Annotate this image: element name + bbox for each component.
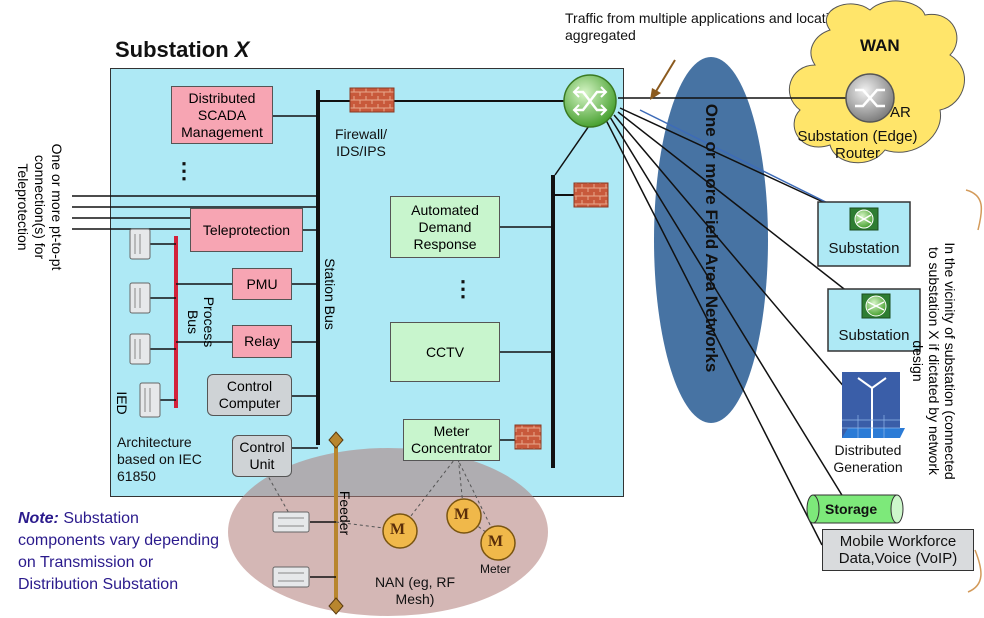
vicinity-label: In the vicinity of substation (connected… (910, 242, 958, 480)
control-unit-box[interactable]: Control Unit (232, 435, 292, 477)
nan-label: NAN (eg, RF Mesh) (374, 574, 456, 607)
meter-icons (382, 498, 516, 561)
wan-label: WAN (860, 36, 900, 55)
pmu-box[interactable]: PMU (232, 268, 292, 300)
firewall-icon (514, 424, 542, 450)
meter-label: Meter (480, 562, 511, 576)
distributed-generation-label: Distributed Generation (833, 442, 903, 475)
meter-symbol: M (454, 506, 470, 523)
right-ellipsis: ⋮ (452, 276, 474, 301)
note: Note: Substation components vary dependi… (18, 510, 220, 593)
cctv-box[interactable]: CCTV (390, 322, 500, 382)
ied-label: IED (114, 391, 130, 415)
teleprotection-box[interactable]: Teleprotection (190, 208, 303, 252)
substation-2-label: Substation (838, 327, 910, 344)
firewall-icon (349, 87, 395, 113)
aggregation-router-icon (563, 74, 617, 128)
meter-symbol: M (488, 533, 504, 550)
storage-icon (806, 494, 904, 524)
fan-ellipse (654, 57, 768, 423)
control-computer-box[interactable]: Control Computer (207, 374, 292, 416)
scada-box[interactable]: Distributed SCADA Management (171, 86, 273, 144)
meter-symbol: M (390, 521, 406, 538)
teleprotection-connection-label: One or more pt-to-pt connection(s) for T… (15, 143, 65, 271)
meter-concentrator-box[interactable]: Meter Concentrator (403, 419, 500, 461)
edge-router-label: Substation (Edge) Router (797, 128, 918, 162)
distributed-generation-icon (842, 372, 905, 438)
left-ellipsis: ⋮ (173, 158, 195, 183)
edge-router-icon (845, 73, 895, 123)
firewall-label: Firewall/ IDS/IPS (334, 126, 388, 159)
substation-router-icon (849, 207, 879, 231)
substation-1-label: Substation (828, 240, 900, 257)
fan-label: One or more Field Area Networks (702, 103, 721, 373)
process-bus-label: Process Bus (185, 296, 217, 348)
firewall-icon (573, 182, 609, 208)
substation-router-icon (861, 293, 891, 319)
station-bus-label: Station Bus (322, 258, 338, 330)
mobile-workforce-box[interactable]: Mobile Workforce Data,Voice (VoIP) (822, 529, 974, 571)
traffic-note: Traffic from multiple applications and l… (565, 10, 852, 43)
substation-title: Substation X (115, 37, 250, 62)
adr-box[interactable]: Automated Demand Response (390, 196, 500, 258)
storage-label: Storage (825, 501, 878, 517)
feeder-label: Feeder (337, 490, 353, 536)
ar-label: AR (890, 104, 911, 121)
architecture-label: Architecture based on IEC 61850 (117, 434, 202, 484)
relay-box[interactable]: Relay (232, 325, 292, 358)
